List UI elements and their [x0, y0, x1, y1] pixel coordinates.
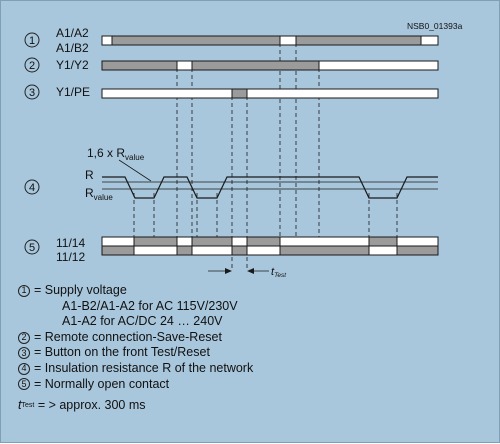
label-y1-y2: Y1/Y2 [56, 58, 89, 72]
label-a1-b2: A1/B2 [56, 41, 89, 55]
legend-item-2: 2= Remote connection-Save-Reset [18, 330, 488, 346]
legend-item-4: 4= Insulation resistance R of the networ… [18, 361, 488, 377]
label-y1-pe: Y1/PE [56, 85, 90, 99]
row-2-number: 2 [24, 57, 40, 73]
document-code: NSB0_01393a [407, 21, 463, 31]
bar-test-button [101, 88, 439, 99]
svg-text:1: 1 [29, 35, 35, 47]
svg-text:4: 4 [29, 182, 35, 194]
legend-item-1: 1= Supply voltage [18, 283, 488, 299]
timing-guides [133, 36, 398, 271]
svg-text:5: 5 [29, 242, 35, 254]
bar-supply-voltage [101, 35, 439, 46]
bar-contact-11-14 [101, 236, 439, 247]
t-test-dimension: tTest [208, 266, 287, 279]
resistance-waveform [102, 159, 438, 199]
threshold-pointer [118, 159, 152, 182]
legend-item-1-detail-a: A1-B2/A1-A2 for AC 115V/230V [62, 298, 238, 313]
svg-text:2: 2 [29, 60, 35, 72]
legend: 1= Supply voltage A1-B2/A1-A2 for AC 115… [18, 283, 488, 414]
threshold-label: 1,6 x Rvalue [87, 146, 145, 162]
label-11-12: 11/12 [56, 250, 85, 264]
bar-contact-11-12 [101, 245, 439, 256]
legend-item-5: 5= Normally open contact [18, 377, 488, 393]
t-test-label: tTest [271, 266, 287, 279]
bar-remote-reset [101, 60, 439, 71]
legend-item-3: 3= Button on the front Test/Reset [18, 345, 488, 361]
legend-item-1-detail-b: A1-A2 for AC/DC 24 … 240V [62, 314, 223, 329]
label-r-value: Rvalue [85, 186, 113, 202]
row-1-number: 1 [24, 32, 40, 48]
label-a1-a2: A1/A2 [56, 26, 89, 40]
row-5-number: 5 [24, 239, 40, 255]
row-3-number: 3 [24, 84, 40, 100]
svg-text:3: 3 [29, 87, 35, 99]
row-4-number: 4 [24, 179, 40, 195]
label-r: R [85, 168, 94, 182]
label-11-14: 11/14 [56, 236, 85, 250]
